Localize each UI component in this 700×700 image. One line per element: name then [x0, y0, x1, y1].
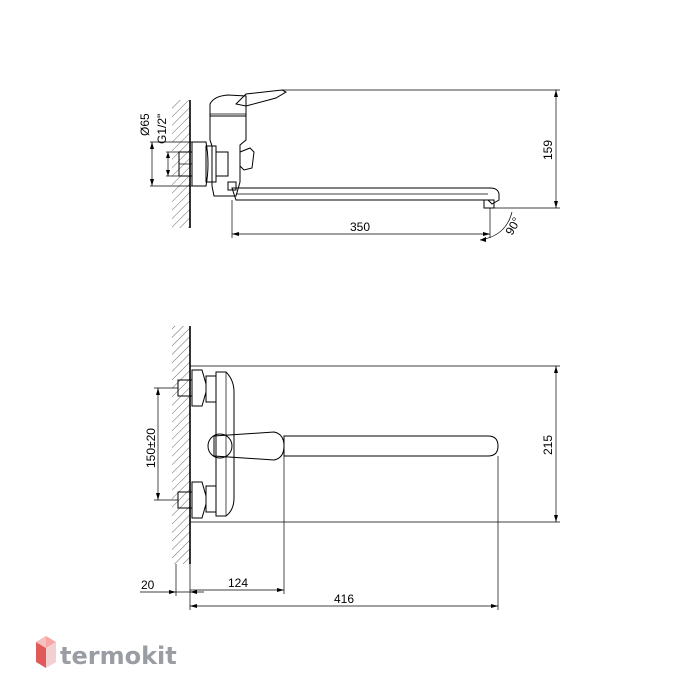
front-view: 150±20 215 20 124 416 — [140, 326, 560, 610]
arrow-angle-end — [480, 237, 486, 242]
dim-total-length-label: 416 — [334, 592, 354, 606]
arrow-124-right — [277, 588, 284, 592]
handle-hub — [207, 433, 233, 459]
arrow-20-left — [169, 590, 176, 594]
decor-cap-side — [191, 141, 209, 187]
arrow-150-bot — [156, 493, 160, 500]
wall-hatch-front — [172, 326, 190, 564]
logo-text: termokit — [60, 642, 177, 670]
brand-logo: termokit — [36, 636, 177, 670]
dim-center-distance-label: 150±20 — [144, 428, 158, 468]
dim-diameter-label: Ø65 — [138, 113, 152, 136]
dim-spout-length-label: 350 — [350, 220, 370, 234]
arrow-65-bot — [150, 179, 154, 186]
arrow-65-top — [150, 142, 154, 149]
decor-cap-top — [191, 369, 207, 407]
decor-cap-bottom — [191, 481, 207, 519]
dim-height-label-top: 159 — [541, 140, 555, 160]
arrow-416-left — [190, 604, 197, 608]
arrow-215-top — [554, 366, 558, 373]
arrow-159-bot — [554, 201, 558, 208]
cartridge-cap-side — [209, 94, 247, 117]
lever-front — [213, 431, 285, 461]
arrow-g-bot — [166, 170, 170, 176]
nut-top — [205, 375, 217, 403]
mixer-body-side — [209, 115, 247, 197]
arrow-416-right — [491, 604, 498, 608]
arrow-150-top — [156, 388, 160, 395]
spout-front — [283, 435, 499, 457]
diverter-stem — [227, 181, 237, 191]
nut-bottom — [205, 485, 217, 513]
side-view: Ø65 G1/2" 159 350 90° — [138, 89, 560, 242]
logo-icon — [36, 636, 56, 668]
dim-thread-label: G1/2" — [155, 114, 169, 144]
arrow-159-top — [554, 90, 558, 97]
arrow-20-right — [190, 590, 197, 594]
dim-angle-label: 90° — [502, 215, 523, 238]
dim-handle-reach-label: 124 — [228, 576, 248, 590]
lever-side — [234, 89, 288, 107]
dim-wall-offset-label: 20 — [141, 578, 155, 592]
arrow-g-top — [166, 152, 170, 158]
mixer-body-front — [215, 371, 235, 517]
aerator — [483, 199, 495, 209]
diverter-knob — [239, 147, 255, 171]
arrow-350-left — [232, 232, 239, 236]
arrow-350-right — [483, 232, 490, 236]
arrow-215-bot — [554, 515, 558, 522]
dim-height-label-front: 215 — [541, 435, 555, 455]
spout-side — [231, 187, 500, 205]
body-neck-side — [215, 151, 229, 177]
